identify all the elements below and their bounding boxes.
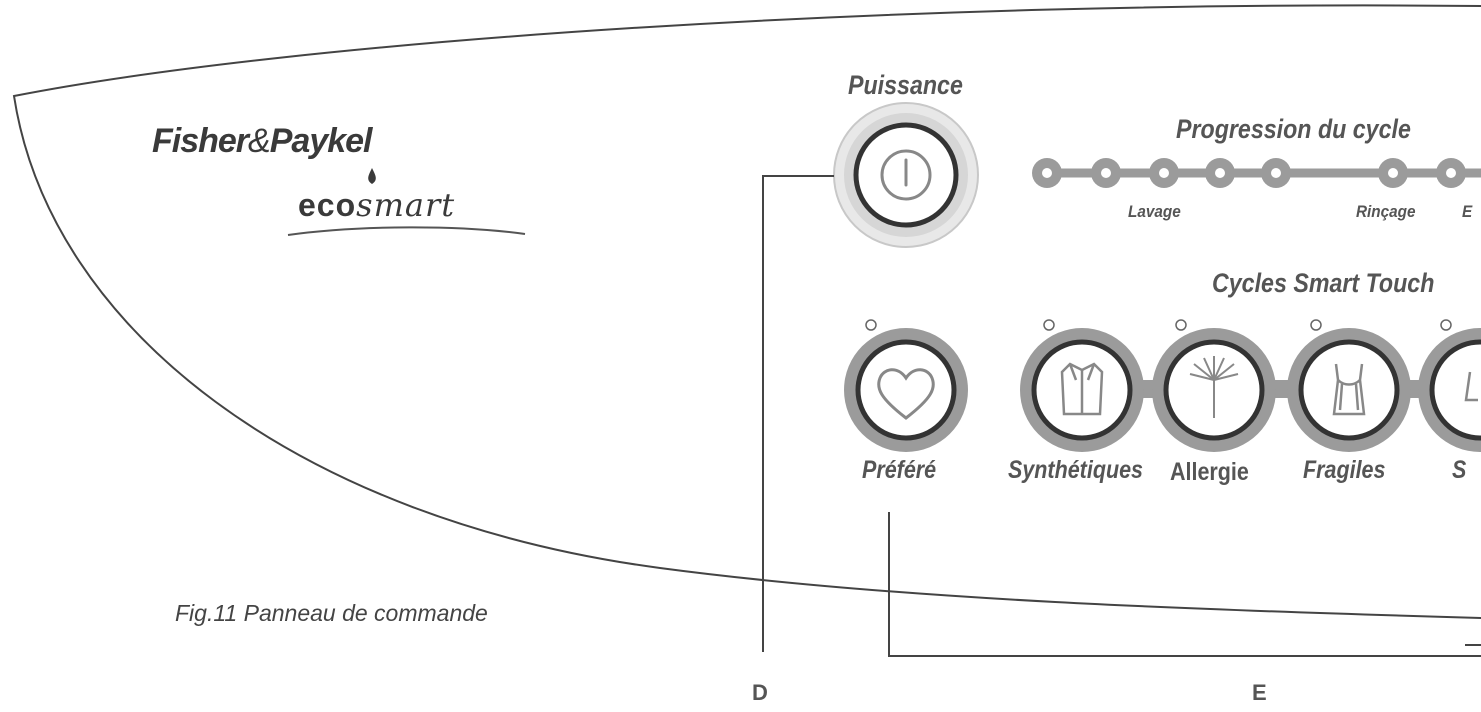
figure-caption: Fig.11 Panneau de commande xyxy=(175,600,488,626)
dandelion-icon xyxy=(1189,356,1239,418)
progress-node-1 xyxy=(1032,158,1062,188)
allergie-button[interactable] xyxy=(1152,328,1276,452)
prefere-label: Préféré xyxy=(862,456,937,484)
led-s xyxy=(1440,319,1452,331)
power-icon xyxy=(880,149,932,201)
progress-node-2 xyxy=(1091,158,1121,188)
progress-stage-rincage: Rinçage xyxy=(1356,202,1416,221)
brand-swoosh xyxy=(287,226,526,236)
progress-node-6 xyxy=(1378,158,1408,188)
led-fragiles xyxy=(1310,319,1322,331)
brand-name-right: Paykel xyxy=(269,122,373,160)
brand-sub-smart: smart xyxy=(356,186,456,224)
brand-sub-eco: eco xyxy=(298,187,357,223)
progress-indicator xyxy=(1032,158,1481,188)
shirt-icon xyxy=(1060,362,1104,416)
synthetiques-button[interactable] xyxy=(1020,328,1144,452)
allergie-label: Allergie xyxy=(1170,458,1249,486)
progress-stage-partial: E xyxy=(1462,202,1473,221)
brand-name-left: Fisher xyxy=(152,122,249,160)
callout-d: D xyxy=(752,680,768,705)
progress-node-7 xyxy=(1436,158,1466,188)
progress-node-5 xyxy=(1261,158,1291,188)
progress-node-4 xyxy=(1205,158,1235,188)
power-label: Puissance xyxy=(848,70,963,100)
progress-title: Progression du cycle xyxy=(1176,114,1411,144)
brand-sublogo: ecosmart xyxy=(298,186,455,224)
callout-e: E xyxy=(1252,680,1267,705)
led-synthetiques xyxy=(1043,319,1055,331)
smart-touch-title: Cycles Smart Touch xyxy=(1212,268,1435,298)
brand-drop-icon xyxy=(368,168,376,184)
led-prefere-real xyxy=(865,319,877,331)
heart-icon xyxy=(877,368,935,420)
camisole-icon xyxy=(1332,363,1366,416)
power-button[interactable] xyxy=(833,102,979,248)
prefere-button[interactable] xyxy=(844,328,968,452)
s-button-partial[interactable] xyxy=(1418,328,1481,452)
brand-name-amp: & xyxy=(248,122,271,160)
callout-d-leader xyxy=(762,175,834,652)
progress-stage-lavage: Lavage xyxy=(1128,202,1181,221)
progress-node-3 xyxy=(1149,158,1179,188)
fragiles-label: Fragiles xyxy=(1303,456,1386,484)
partial-icon xyxy=(1464,371,1478,402)
led-allergie xyxy=(1175,319,1187,331)
s-label-partial: S xyxy=(1452,456,1467,484)
panel-outline xyxy=(12,4,1481,619)
brand-logo: Fisher&Paykel xyxy=(152,122,372,161)
synthetiques-label: Synthétiques xyxy=(1008,456,1144,484)
fragiles-button[interactable] xyxy=(1287,328,1411,452)
callout-e-leader xyxy=(888,512,1481,657)
